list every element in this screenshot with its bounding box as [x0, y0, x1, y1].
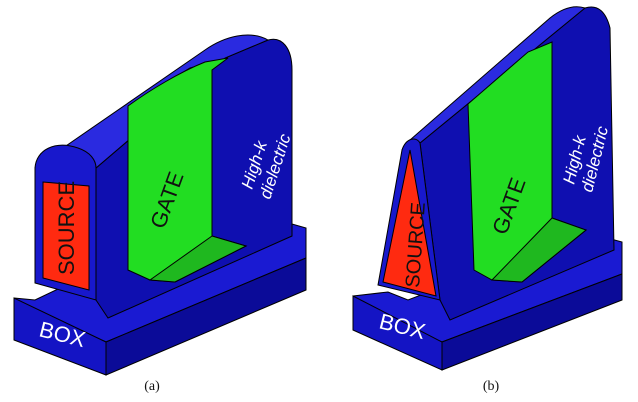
gate-a — [127, 57, 248, 283]
source-label-a: SOURCE — [54, 181, 79, 275]
box-side-face-a — [105, 257, 307, 376]
panel-a: SOURCE GATE High-k dielectric BOX (a) — [13, 34, 307, 394]
gate-foot-shade-a — [148, 235, 248, 283]
source-region-b — [382, 149, 437, 297]
caption-a: (a) — [144, 379, 160, 394]
caption-b: (b) — [483, 379, 500, 394]
gate-foot-shade-b — [490, 217, 588, 283]
gate-b — [467, 41, 588, 283]
panel-b: SOURCE GATE High-k dielectric BOX (b) — [352, 6, 623, 394]
source-region-a — [42, 181, 90, 291]
box-side-face-b — [441, 273, 623, 371]
